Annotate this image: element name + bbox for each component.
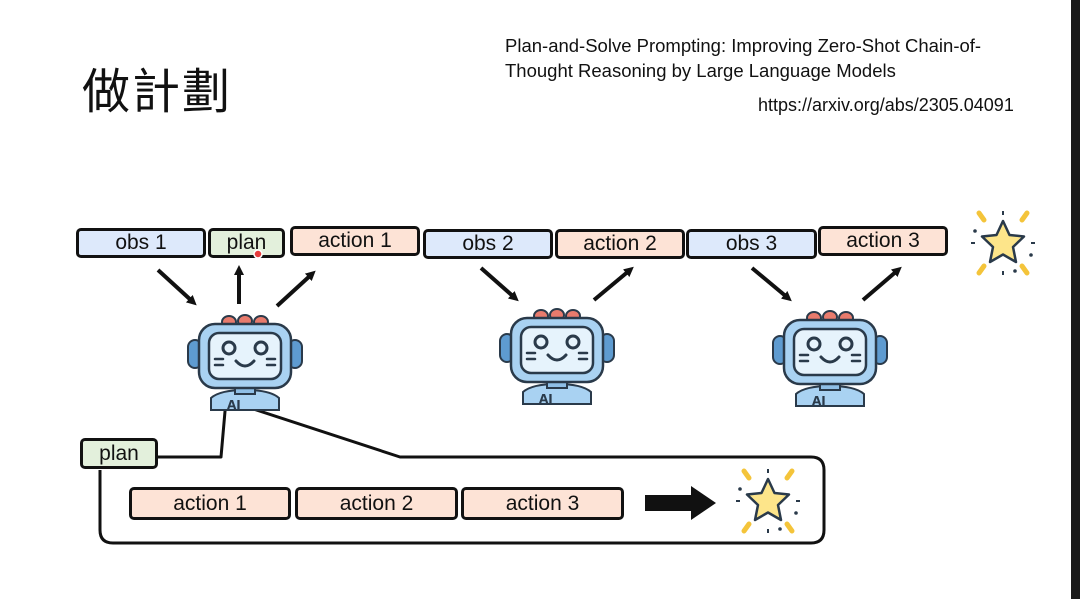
top-action-3-box: action 3 [818, 226, 948, 256]
top-obs-2-box: obs 2 [423, 229, 553, 259]
callout-plan-box: plan [80, 438, 158, 469]
callout-action-1-box: action 1 [129, 487, 291, 520]
paper-title-line-1: Plan-and-Solve Prompting: Improving Zero… [505, 35, 982, 56]
paper-title-line-2: Thought Reasoning by Large Language Mode… [505, 60, 896, 81]
top-action-1-box: action 1 [290, 226, 420, 256]
paper-title: Plan-and-Solve Prompting: Improving Zero… [505, 33, 1045, 83]
arrow-obs2-to-robot2 [479, 266, 519, 302]
callout-action-2-box: action 2 [295, 487, 458, 520]
top-plan-box: plan [208, 228, 285, 258]
robot-2-icon [498, 307, 616, 408]
star-goal-bottom-icon [736, 469, 800, 533]
robot-1-icon [186, 313, 304, 414]
arrow-robot2-to-action2 [592, 266, 634, 302]
paper-url: https://arxiv.org/abs/2305.04091 [758, 95, 1014, 115]
slide-title: 做計劃 [82, 64, 233, 120]
cursor-pointer-dot [253, 249, 263, 259]
top-action-2-box: action 2 [555, 229, 685, 259]
arrow-robot1-to-action1 [275, 270, 316, 308]
arrow-robot3-to-action3 [861, 266, 902, 302]
window-edge [1071, 0, 1080, 599]
top-obs-3-box: obs 3 [686, 229, 817, 259]
top-obs-1-box: obs 1 [76, 228, 206, 258]
plan-callout-bubble [98, 398, 826, 545]
arrow-right-icon [645, 486, 716, 520]
star-goal-top-icon [971, 211, 1035, 275]
callout-action-3-box: action 3 [461, 487, 624, 520]
robot-3-icon [771, 309, 889, 410]
arrow-obs1-to-robot1 [156, 268, 197, 306]
arrow-obs3-to-robot3 [750, 266, 792, 302]
